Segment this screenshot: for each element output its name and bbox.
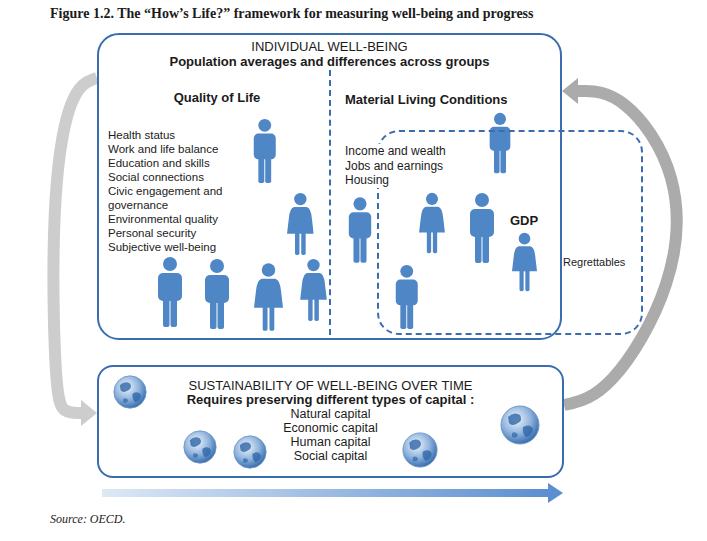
person-figure	[287, 193, 314, 255]
node-text: Social capital	[99, 449, 562, 463]
node-text: Population averages and differences acro…	[99, 54, 560, 69]
sustainability-panel: SUSTAINABILITY OF WELL-BEING OVER TIMERe…	[97, 365, 564, 478]
cycle-arrow	[564, 91, 677, 405]
person-figure	[349, 197, 371, 262]
node-text: Environmental quality	[108, 212, 258, 226]
node-text: Education and skills	[108, 156, 258, 170]
globe-icon	[114, 376, 146, 408]
time-arrow	[102, 489, 550, 497]
person-figure	[158, 257, 182, 327]
node-heading: INDIVIDUAL WELL-BEING	[99, 39, 560, 54]
node-text: Jobs and earnings	[345, 159, 445, 174]
node-heading: Quality of Life	[101, 90, 333, 106]
person-figure	[396, 265, 418, 329]
globe-icon	[184, 431, 216, 463]
person-figure	[512, 233, 537, 291]
globe-icon	[501, 406, 539, 444]
node-text: Economic capital	[99, 421, 562, 435]
node-text: Human capital	[99, 435, 562, 449]
person-figure	[419, 193, 445, 253]
node-text: Health status	[108, 128, 258, 142]
node-text: Work and life balance	[108, 142, 258, 156]
node-heading: GDP	[510, 213, 538, 228]
quality-of-life-region: Quality of LifeHealth statusWork and lif…	[101, 88, 333, 333]
node-text: Subjective well-being	[108, 240, 258, 254]
node-text: Natural capital	[99, 407, 562, 421]
node-heading: Material Living Conditions	[345, 92, 508, 108]
person-figure	[205, 259, 229, 329]
globe-icon	[403, 433, 437, 467]
source-caption: Source: OECD.	[50, 512, 126, 527]
material-conditions-region: Material Living ConditionsIncome and wea…	[329, 70, 558, 335]
person-figure	[300, 259, 327, 321]
node-text: Regrettables	[563, 256, 625, 268]
node-text: Requires preserving different types of c…	[99, 393, 562, 407]
node-text: Income and wealth	[345, 144, 448, 159]
person-figure	[470, 193, 494, 263]
person-figure	[254, 263, 283, 331]
person-figure	[490, 113, 511, 173]
node-text: Personal security	[108, 226, 258, 240]
cycle-arrow	[53, 78, 97, 413]
time-arrowhead	[548, 483, 563, 503]
node-text: Housing	[345, 173, 391, 188]
node-text: Social connections	[108, 170, 258, 184]
globe-icon	[234, 436, 266, 468]
person-figure	[254, 119, 276, 183]
figure-title: Figure 1.2. The “How’s Life?” framework …	[50, 6, 534, 22]
node-text: Civic engagement and governance	[108, 184, 258, 212]
wellbeing-panel: INDIVIDUAL WELL-BEINGPopulation averages…	[97, 33, 562, 340]
node-heading: SUSTAINABILITY OF WELL-BEING OVER TIME	[99, 379, 562, 393]
